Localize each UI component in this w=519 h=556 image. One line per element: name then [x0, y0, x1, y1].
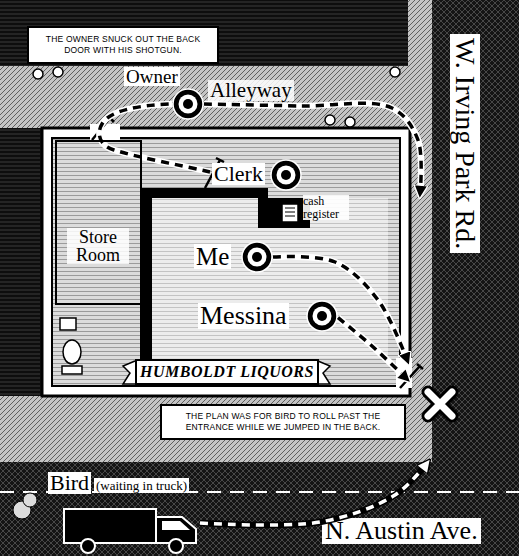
node-label: N. Austin Ave.	[322, 518, 481, 544]
node-label: Clerk	[212, 163, 265, 185]
marker-center	[252, 252, 262, 262]
marker-ring	[277, 166, 296, 185]
route-halo	[204, 103, 421, 195]
store-room: Store Room	[55, 140, 142, 305]
getaway-truck: Bird(waiting in truck)	[62, 505, 200, 555]
partition-wall	[140, 188, 268, 370]
front-door-swing	[400, 364, 423, 388]
connectors	[200, 103, 428, 525]
austin-road-surface	[0, 462, 519, 556]
marker-ring	[307, 301, 337, 331]
shrub	[23, 493, 37, 507]
sign-text: HUMBOLDT LIQUORS	[137, 361, 317, 383]
node-label: (waiting in truck)	[94, 478, 189, 493]
alley-band: AlleywayOwner	[0, 66, 408, 128]
node-label: Messina	[198, 303, 289, 329]
marker-center	[281, 170, 291, 180]
marker-ring	[179, 95, 198, 114]
register-box: cash register	[281, 203, 299, 223]
person-marker: Clerk	[270, 159, 302, 191]
marker-ring	[248, 248, 267, 267]
truck-wheel	[169, 539, 183, 553]
truck-graphic	[62, 505, 200, 555]
front-sidewalk	[0, 396, 408, 462]
node-label: W. Irving Park Rd.	[450, 34, 480, 253]
flower	[390, 67, 400, 77]
truck-bed	[64, 509, 156, 543]
alley-surface	[0, 66, 408, 128]
route-halo	[338, 318, 408, 380]
marker-ring	[271, 160, 301, 190]
getaway-x	[428, 392, 452, 416]
escape-route-arrow	[204, 103, 421, 195]
marker-center	[317, 311, 327, 321]
escape-route-arrow	[273, 257, 408, 362]
person-marker: Me	[241, 241, 273, 273]
truck-wheel	[81, 539, 95, 553]
street-band: N. Austin Ave. Bird(waiting in truck)	[0, 462, 519, 556]
rear-building	[0, 0, 408, 66]
banner-curl	[318, 361, 330, 384]
person-marker: Messina	[306, 300, 338, 332]
flower	[325, 115, 335, 125]
caption-box: THE OWNER SNUCK OUT THE BACK DOOR WITH H…	[27, 26, 219, 64]
sales-floor	[152, 198, 388, 358]
escape-route-arrow	[338, 318, 408, 380]
register-graphic	[281, 203, 299, 223]
flower	[33, 69, 43, 79]
store-outer-wall	[42, 128, 410, 396]
marker-graphic	[306, 300, 338, 332]
connector-halos	[200, 103, 428, 525]
escape-route-arrow	[200, 462, 428, 525]
node-label: cash register	[303, 195, 349, 220]
marker-graphic	[241, 241, 273, 273]
marker-ring	[242, 242, 272, 272]
caption-box: THE PLAN WAS FOR BIRD TO ROLL PAST THE E…	[160, 404, 406, 440]
node-label: Owner	[124, 67, 180, 86]
node-label: Me	[194, 244, 231, 269]
note-text: THE OWNER SNUCK OUT THE BACK DOOR WITH H…	[29, 28, 217, 62]
marker-graphic	[172, 88, 204, 120]
sink	[60, 318, 76, 330]
register-keys	[285, 208, 295, 216]
node-label: Bird	[48, 472, 91, 494]
route-halo	[200, 462, 428, 525]
marker-graphic	[270, 159, 302, 191]
shop-sign: HUMBOLDT LIQUORS	[135, 359, 319, 385]
marker-ring	[173, 89, 203, 119]
flower	[53, 67, 63, 77]
node-label: Store Room	[67, 228, 129, 264]
marker-ring	[313, 307, 332, 326]
flower	[345, 117, 355, 127]
street-band: W. Irving Park Rd.	[408, 0, 519, 462]
toilet-bowl	[63, 340, 81, 364]
node-label: Alleyway	[208, 80, 294, 101]
banner-curl	[123, 361, 135, 384]
toilet-tank	[62, 366, 82, 374]
route-halo	[273, 257, 408, 362]
neighbour-building	[0, 128, 40, 396]
person-marker: Owner	[172, 88, 204, 120]
truck-window	[162, 521, 190, 530]
register-body	[282, 204, 298, 222]
getaway-x-outline	[428, 392, 452, 416]
marker-center	[183, 99, 193, 109]
note-text: THE PLAN WAS FOR BIRD TO ROLL PAST THE E…	[162, 406, 404, 438]
store-floor	[52, 138, 400, 386]
